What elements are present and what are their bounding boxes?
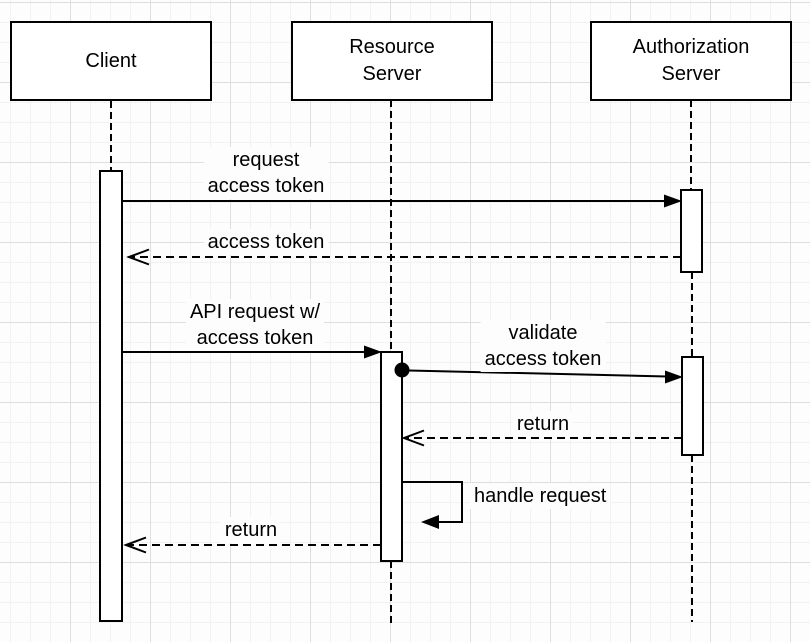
- message-label-api-request[interactable]: API request w/ access token: [185, 299, 325, 351]
- message-label-validate-access-token[interactable]: validate access token: [480, 320, 606, 372]
- participant-label: Resource: [349, 36, 435, 58]
- message-label-request-access-token[interactable]: request access token: [203, 147, 329, 199]
- participant-resource-server[interactable]: Resource Server: [291, 21, 493, 101]
- client-activation-bar[interactable]: [99, 170, 123, 622]
- participant-authorization-server[interactable]: Authorization Server: [590, 21, 792, 101]
- authorization-server-activation-bar-1[interactable]: [680, 189, 703, 273]
- participant-label: Authorization: [632, 36, 750, 58]
- message-arrow-validate-access-token[interactable]: [408, 369, 668, 378]
- participant-label: Client: [85, 49, 137, 72]
- message-arrow-handle-request-self[interactable]: [402, 481, 463, 523]
- arrowhead-solid-icon: [665, 370, 683, 384]
- authorization-server-activation-bar-2[interactable]: [681, 356, 704, 456]
- arrowhead-open-icon: [123, 536, 147, 554]
- arrowhead-solid-icon: [664, 194, 682, 208]
- message-label-final-return[interactable]: return: [220, 517, 282, 543]
- arrowhead-solid-icon: [364, 345, 382, 359]
- arrowhead-open-icon: [126, 248, 150, 266]
- arrowhead-open-icon: [401, 429, 425, 447]
- arrowhead-solid-icon: [421, 515, 439, 529]
- resource-server-activation-bar[interactable]: [380, 351, 403, 562]
- message-label-access-token-return[interactable]: access token: [203, 229, 329, 255]
- message-label-handle-request[interactable]: handle request: [470, 483, 611, 509]
- participant-label: Server: [362, 63, 422, 85]
- message-start-dot-icon: [394, 362, 410, 378]
- message-label-validate-return[interactable]: return: [512, 411, 574, 437]
- participant-label: Server: [661, 63, 721, 85]
- participant-client[interactable]: Client: [10, 21, 212, 101]
